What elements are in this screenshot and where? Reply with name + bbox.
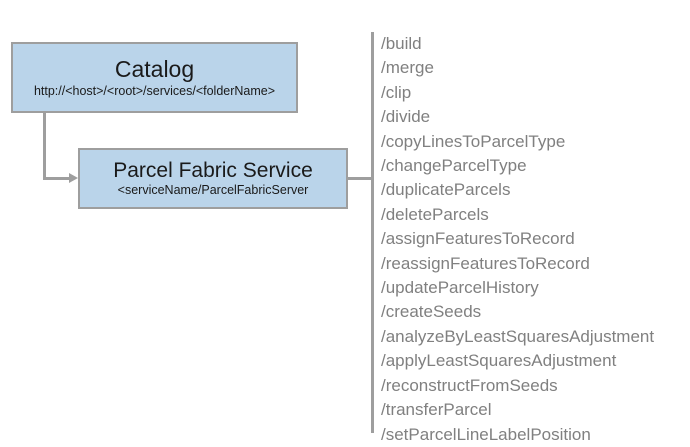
connector-service-to-operations (347, 177, 373, 180)
operation-item: /deleteParcels (381, 204, 489, 224)
operations-list: /build/merge/clip/divide/copyLinesToParc… (381, 32, 681, 447)
operation-item: /applyLeastSquaresAdjustment (381, 351, 617, 371)
operation-item: /changeParcelType (381, 156, 527, 176)
operation-item: /reconstructFromSeeds (381, 375, 558, 395)
operation-item: /divide (381, 107, 431, 127)
catalog-node-title: Catalog (114, 56, 195, 83)
operation-item: /updateParcelHistory (381, 278, 539, 298)
operation-item: /clip (381, 82, 412, 102)
operation-item: /reassignFeaturesToRecord (381, 253, 590, 273)
operation-item: /copyLinesToParcelType (381, 131, 566, 151)
operation-item: /analyzeByLeastSquaresAdjustment (381, 326, 655, 346)
operation-item: /createSeeds (381, 302, 482, 322)
operation-item: /merge (381, 58, 434, 78)
catalog-node: Catalog http://<host>/<root>/services/<f… (11, 42, 298, 113)
connector-catalog-vertical (43, 113, 46, 180)
connector-catalog-to-service (43, 177, 71, 180)
parcel-fabric-service-title: Parcel Fabric Service (113, 158, 313, 182)
operation-item: /duplicateParcels (381, 180, 511, 200)
operation-item: /transferParcel (381, 400, 492, 420)
catalog-node-url: http://<host>/<root>/services/<folderNam… (33, 83, 276, 98)
arrowhead-icon (69, 173, 78, 183)
parcel-fabric-service-node: Parcel Fabric Service <serviceName/Parce… (78, 148, 348, 209)
operation-item: /setParcelLineLabelPosition (381, 424, 591, 444)
parcel-fabric-service-path: <serviceName/ParcelFabricServer (117, 182, 309, 197)
operation-item: /assignFeaturesToRecord (381, 229, 575, 249)
operations-rail-divider (371, 32, 374, 433)
operation-item: /build (381, 34, 422, 53)
